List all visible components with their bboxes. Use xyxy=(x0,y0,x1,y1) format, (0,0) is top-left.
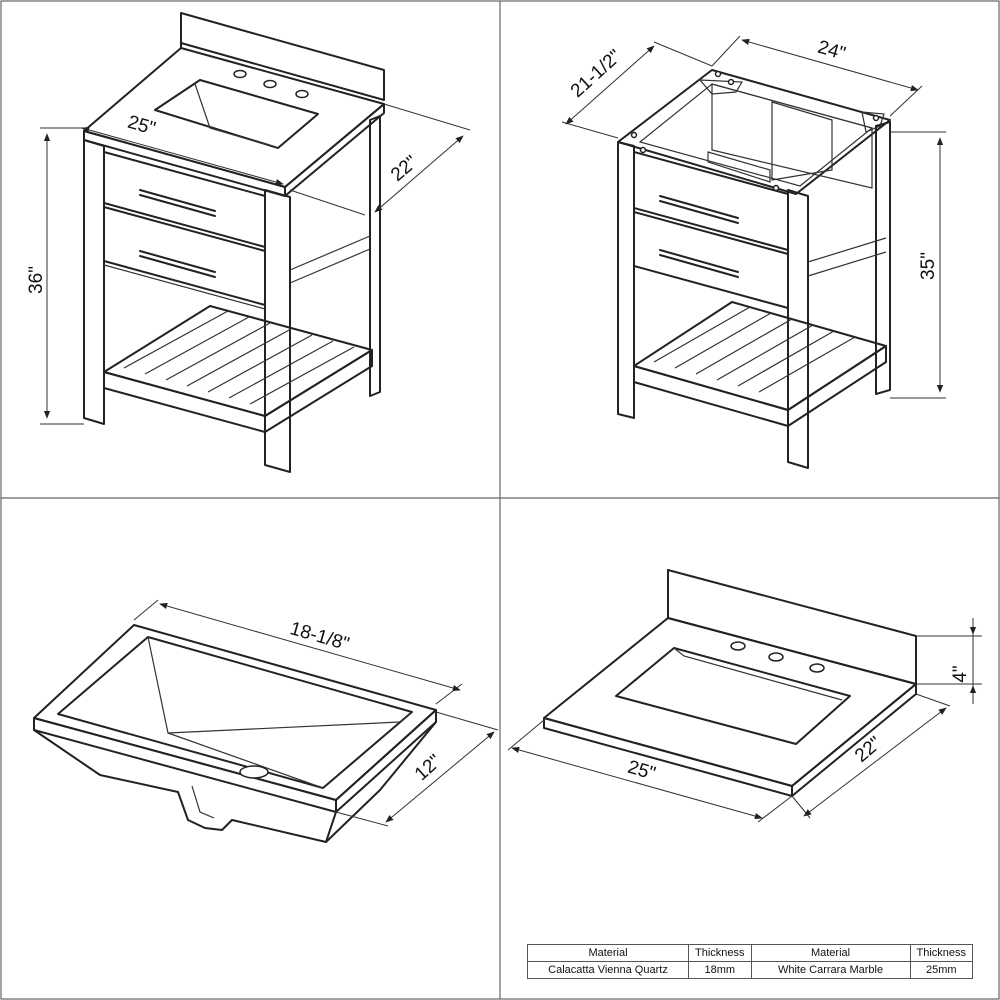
top-backsplash-label: 4" xyxy=(950,665,971,682)
vanity-width-label: 25" xyxy=(125,112,158,140)
cabinet-view xyxy=(561,35,946,469)
material-thickness-2: 25mm xyxy=(909,961,974,979)
header-thickness-1: Thickness xyxy=(688,944,752,962)
cabinet-height-label: 35" xyxy=(918,252,939,280)
material-name-1: Calacatta Vienna Quartz xyxy=(527,961,689,979)
cabinet-depth-label: 21-1/2" xyxy=(567,46,626,102)
vanity-depth-label: 22" xyxy=(387,152,422,186)
material-table-header: Material Thickness Material Thickness xyxy=(527,944,974,962)
material-thickness-1: 18mm xyxy=(688,961,752,979)
vanity-view xyxy=(40,12,471,473)
header-material-2: Material xyxy=(750,944,911,962)
vanity-height-label: 36" xyxy=(26,266,47,294)
countertop-view xyxy=(507,569,982,823)
sink-width-label: 12" xyxy=(411,751,446,785)
sink-view xyxy=(33,599,499,843)
table-row: Calacatta Vienna Quartz 18mm White Carra… xyxy=(527,961,974,979)
header-thickness-2: Thickness xyxy=(909,944,974,962)
top-width-label: 25" xyxy=(625,757,658,785)
material-table: Material Thickness Material Thickness Ca… xyxy=(527,944,974,979)
cabinet-width-label: 24" xyxy=(815,37,848,65)
top-depth-label: 22" xyxy=(851,733,886,767)
material-name-2: White Carrara Marble xyxy=(750,961,911,979)
header-material-1: Material xyxy=(527,944,689,962)
